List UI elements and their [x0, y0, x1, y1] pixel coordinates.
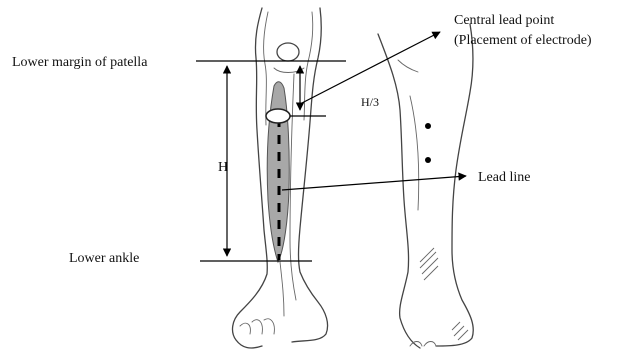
- left-leg-inner-contour-left: [264, 12, 268, 125]
- label-lower-margin-of-patella: Lower margin of patella: [12, 55, 148, 70]
- label-lead-line: Lead line: [478, 170, 530, 185]
- left-foot-toes: [240, 319, 274, 334]
- right-leg-marker-dot-2: [425, 157, 431, 163]
- right-calf-contour: [410, 96, 419, 210]
- measurement-guides: [196, 32, 466, 261]
- lead-line-arrow: [282, 176, 466, 190]
- label-h: H: [218, 160, 228, 175]
- patella-shape: [277, 43, 299, 61]
- left-leg-outline-outer-left: [233, 8, 268, 348]
- electrode-marker: [266, 109, 290, 123]
- label-lower-ankle: Lower ankle: [69, 251, 139, 266]
- heel-hatching: [420, 248, 468, 340]
- right-leg-marker-dot-1: [425, 123, 431, 129]
- right-leg-figure: [378, 24, 473, 348]
- shin-line: [290, 74, 296, 300]
- right-leg-outline-right: [436, 24, 473, 346]
- left-leg-figure: [233, 8, 328, 348]
- label-placement-of-electrode: (Placement of electrode): [454, 33, 592, 48]
- left-leg-outline-outer-right: [292, 8, 328, 342]
- right-leg-outline-left: [378, 34, 420, 348]
- label-central-lead-point: Central lead point: [454, 13, 554, 28]
- right-knee-back-crease: [398, 60, 418, 72]
- left-ankle-tendon: [280, 262, 284, 316]
- label-h3: H/3: [361, 95, 379, 109]
